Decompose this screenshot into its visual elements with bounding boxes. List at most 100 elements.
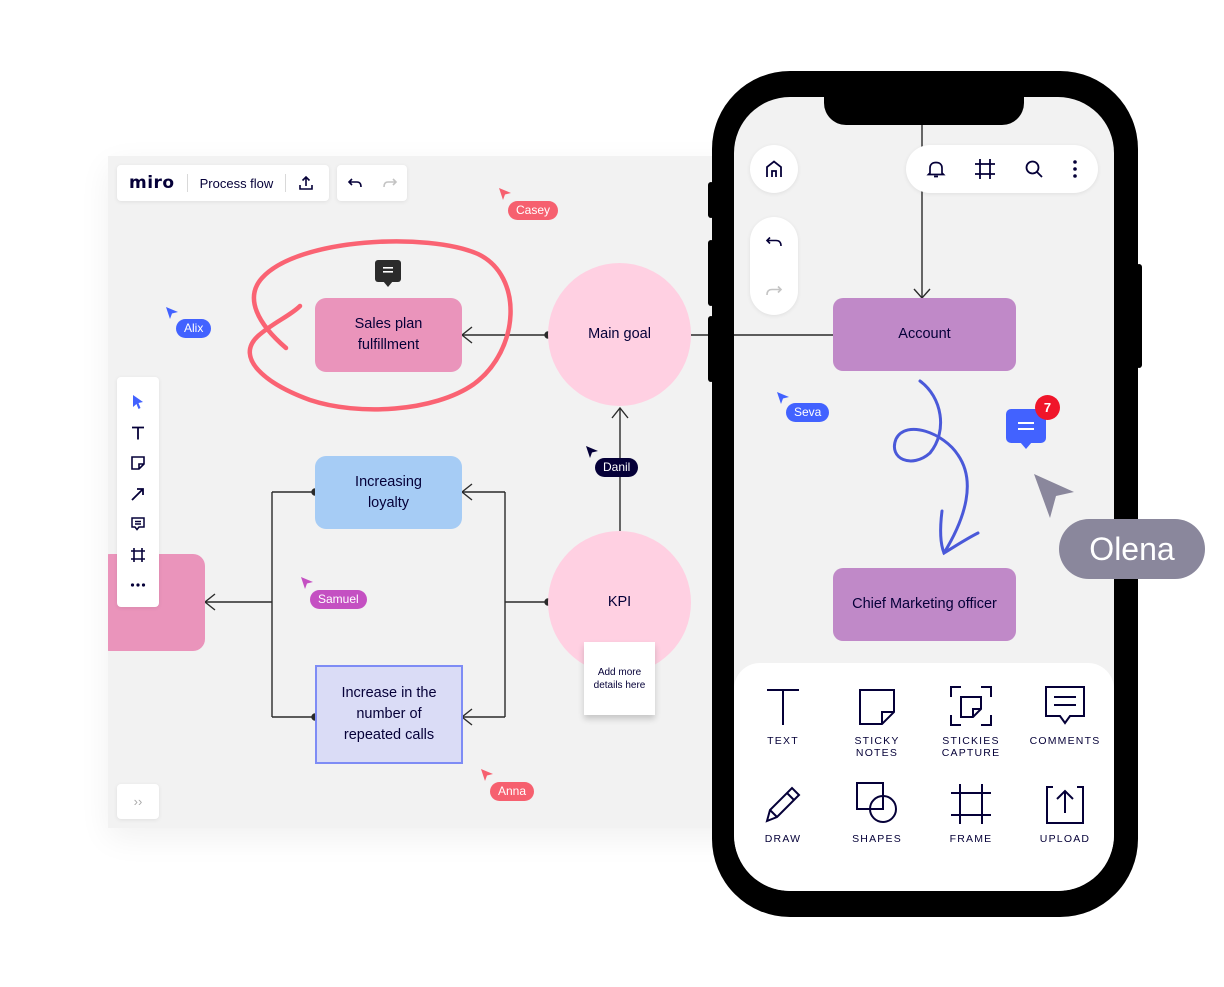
tool-upload-label: UPLOAD <box>1039 833 1091 845</box>
node-sales-plan[interactable]: Sales plan fulfillment <box>315 298 462 372</box>
frame-icon <box>951 784 991 824</box>
expand-chevrons-icon: ›› <box>133 794 143 809</box>
tool-comments[interactable]: COMMENTS <box>1018 681 1112 747</box>
expand-panel-button[interactable]: ›› <box>117 784 159 819</box>
shapes-icon <box>856 782 897 823</box>
comment-count-badge: 7 <box>1035 395 1060 420</box>
node-repeated-calls-label: Increase in the number of repeated calls <box>341 685 437 743</box>
upload-icon <box>299 175 314 190</box>
board-topbar: miro Process flow <box>117 165 329 201</box>
home-icon <box>766 160 782 177</box>
line-tool[interactable] <box>123 479 153 509</box>
cursor-seva-pointer-icon <box>777 392 789 404</box>
comment-tool[interactable] <box>123 509 153 539</box>
cursor-anna-label: Anna <box>490 782 535 801</box>
frame-icon <box>975 159 995 179</box>
phone-notch <box>824 97 1024 125</box>
search-icon <box>1025 160 1043 178</box>
tool-draw[interactable]: DRAW <box>736 779 830 845</box>
undo-icon <box>347 178 362 188</box>
divider <box>285 174 287 192</box>
search-button[interactable] <box>1024 159 1044 179</box>
cursor-samuel-label: Samuel <box>310 590 367 609</box>
more-vertical-icon <box>1073 160 1077 178</box>
tool-shapes[interactable]: SHAPES <box>830 779 924 845</box>
board-toolbar <box>117 377 159 607</box>
phone-top-toolbar <box>906 145 1098 193</box>
node-account-label: Account <box>898 326 951 342</box>
phone-mute-switch <box>708 182 714 218</box>
select-tool[interactable] <box>123 387 153 417</box>
comment-lines-icon <box>383 267 393 273</box>
home-button[interactable] <box>750 145 798 193</box>
redo-icon <box>382 178 397 188</box>
board-title[interactable]: Process flow <box>199 175 274 191</box>
sticky-note-icon <box>131 456 145 470</box>
node-chief-marketing-officer[interactable]: Chief Marketing officer <box>833 568 1016 641</box>
bell-icon <box>926 161 946 178</box>
cursor-olena-label: Olena <box>1059 519 1205 579</box>
frames-button[interactable] <box>974 158 996 180</box>
upload-icon <box>1046 786 1084 824</box>
node-repeated-calls[interactable]: Increase in the number of repeated calls <box>315 665 463 764</box>
tool-stickies-capture[interactable]: STICKIES CAPTURE <box>924 681 1018 759</box>
cursor-alix-pointer-icon <box>166 307 178 319</box>
comment-icon <box>131 517 145 531</box>
undo-icon <box>765 236 782 246</box>
frame-tool[interactable] <box>123 540 153 570</box>
cursor-casey-label: Casey <box>508 201 559 220</box>
tool-shapes-label: SHAPES <box>852 833 902 845</box>
frame-icon <box>131 547 145 562</box>
divider <box>186 174 188 192</box>
node-increasing-loyalty-label: Increasing loyalty <box>355 473 422 511</box>
sticky-note-tool[interactable] <box>123 448 153 478</box>
cursor-danil-pointer-icon <box>586 446 598 458</box>
sticky-note[interactable]: Add more details here <box>584 642 655 715</box>
more-horizontal-icon <box>130 583 146 587</box>
redo-icon <box>766 285 783 295</box>
cursor-casey-pointer-icon <box>499 188 511 200</box>
tool-frame-label: FRAME <box>949 833 993 845</box>
comment-icon <box>1045 686 1085 725</box>
node-cmo-label: Chief Marketing officer <box>852 596 997 612</box>
text-icon <box>132 426 144 439</box>
cursor-alix-label: Alix <box>176 319 212 338</box>
phone-volume-down <box>708 316 714 382</box>
phone-undo-button[interactable] <box>765 235 783 249</box>
phone-frame: Account Chief Marketing officer Seva 7 T… <box>712 71 1138 917</box>
phone-creation-tools: TEXT STICKY NOTES STICKIES CAPTURE COMME… <box>734 663 1114 891</box>
node-increasing-loyalty[interactable]: Increasing loyalty <box>315 456 462 529</box>
phone-power-button <box>1136 264 1142 368</box>
node-main-goal[interactable]: Main goal <box>548 263 691 406</box>
redo-button[interactable] <box>382 176 398 190</box>
cursor-danil-label: Danil <box>595 458 639 477</box>
tool-sticky-notes-label: STICKY NOTES <box>854 735 900 759</box>
tool-text[interactable]: TEXT <box>736 681 830 747</box>
export-button[interactable] <box>298 175 314 191</box>
more-menu-button[interactable] <box>1072 159 1078 179</box>
tool-upload[interactable]: UPLOAD <box>1018 779 1112 845</box>
comment-thread-tail-icon <box>1020 442 1032 449</box>
cursor-samuel-pointer-icon <box>301 577 313 589</box>
undo-button[interactable] <box>347 176 363 190</box>
phone-redo-button[interactable] <box>765 284 783 298</box>
pointer-icon <box>133 395 143 409</box>
cursor-seva-label: Seva <box>786 403 830 422</box>
tool-comments-label: COMMENTS <box>1029 735 1101 747</box>
comment-marker[interactable] <box>375 260 401 282</box>
stickies-capture-icon <box>950 686 992 726</box>
tool-frame[interactable]: FRAME <box>924 779 1018 845</box>
arrow-icon <box>131 487 144 501</box>
more-tools-button[interactable] <box>123 570 153 600</box>
pen-icon <box>765 786 801 823</box>
tool-text-label: TEXT <box>767 735 799 747</box>
node-account[interactable]: Account <box>833 298 1016 371</box>
phone-undo-redo-panel <box>750 217 798 315</box>
red-freehand-ellipse[interactable] <box>238 232 524 422</box>
notifications-button[interactable] <box>926 159 946 179</box>
miro-logo[interactable]: miro <box>129 173 175 193</box>
sticky-note-text: Add more details here <box>593 666 646 691</box>
tool-sticky-notes[interactable]: STICKY NOTES <box>830 681 924 759</box>
text-tool[interactable] <box>123 418 153 448</box>
tool-stickies-capture-label: STICKIES CAPTURE <box>941 735 1001 759</box>
